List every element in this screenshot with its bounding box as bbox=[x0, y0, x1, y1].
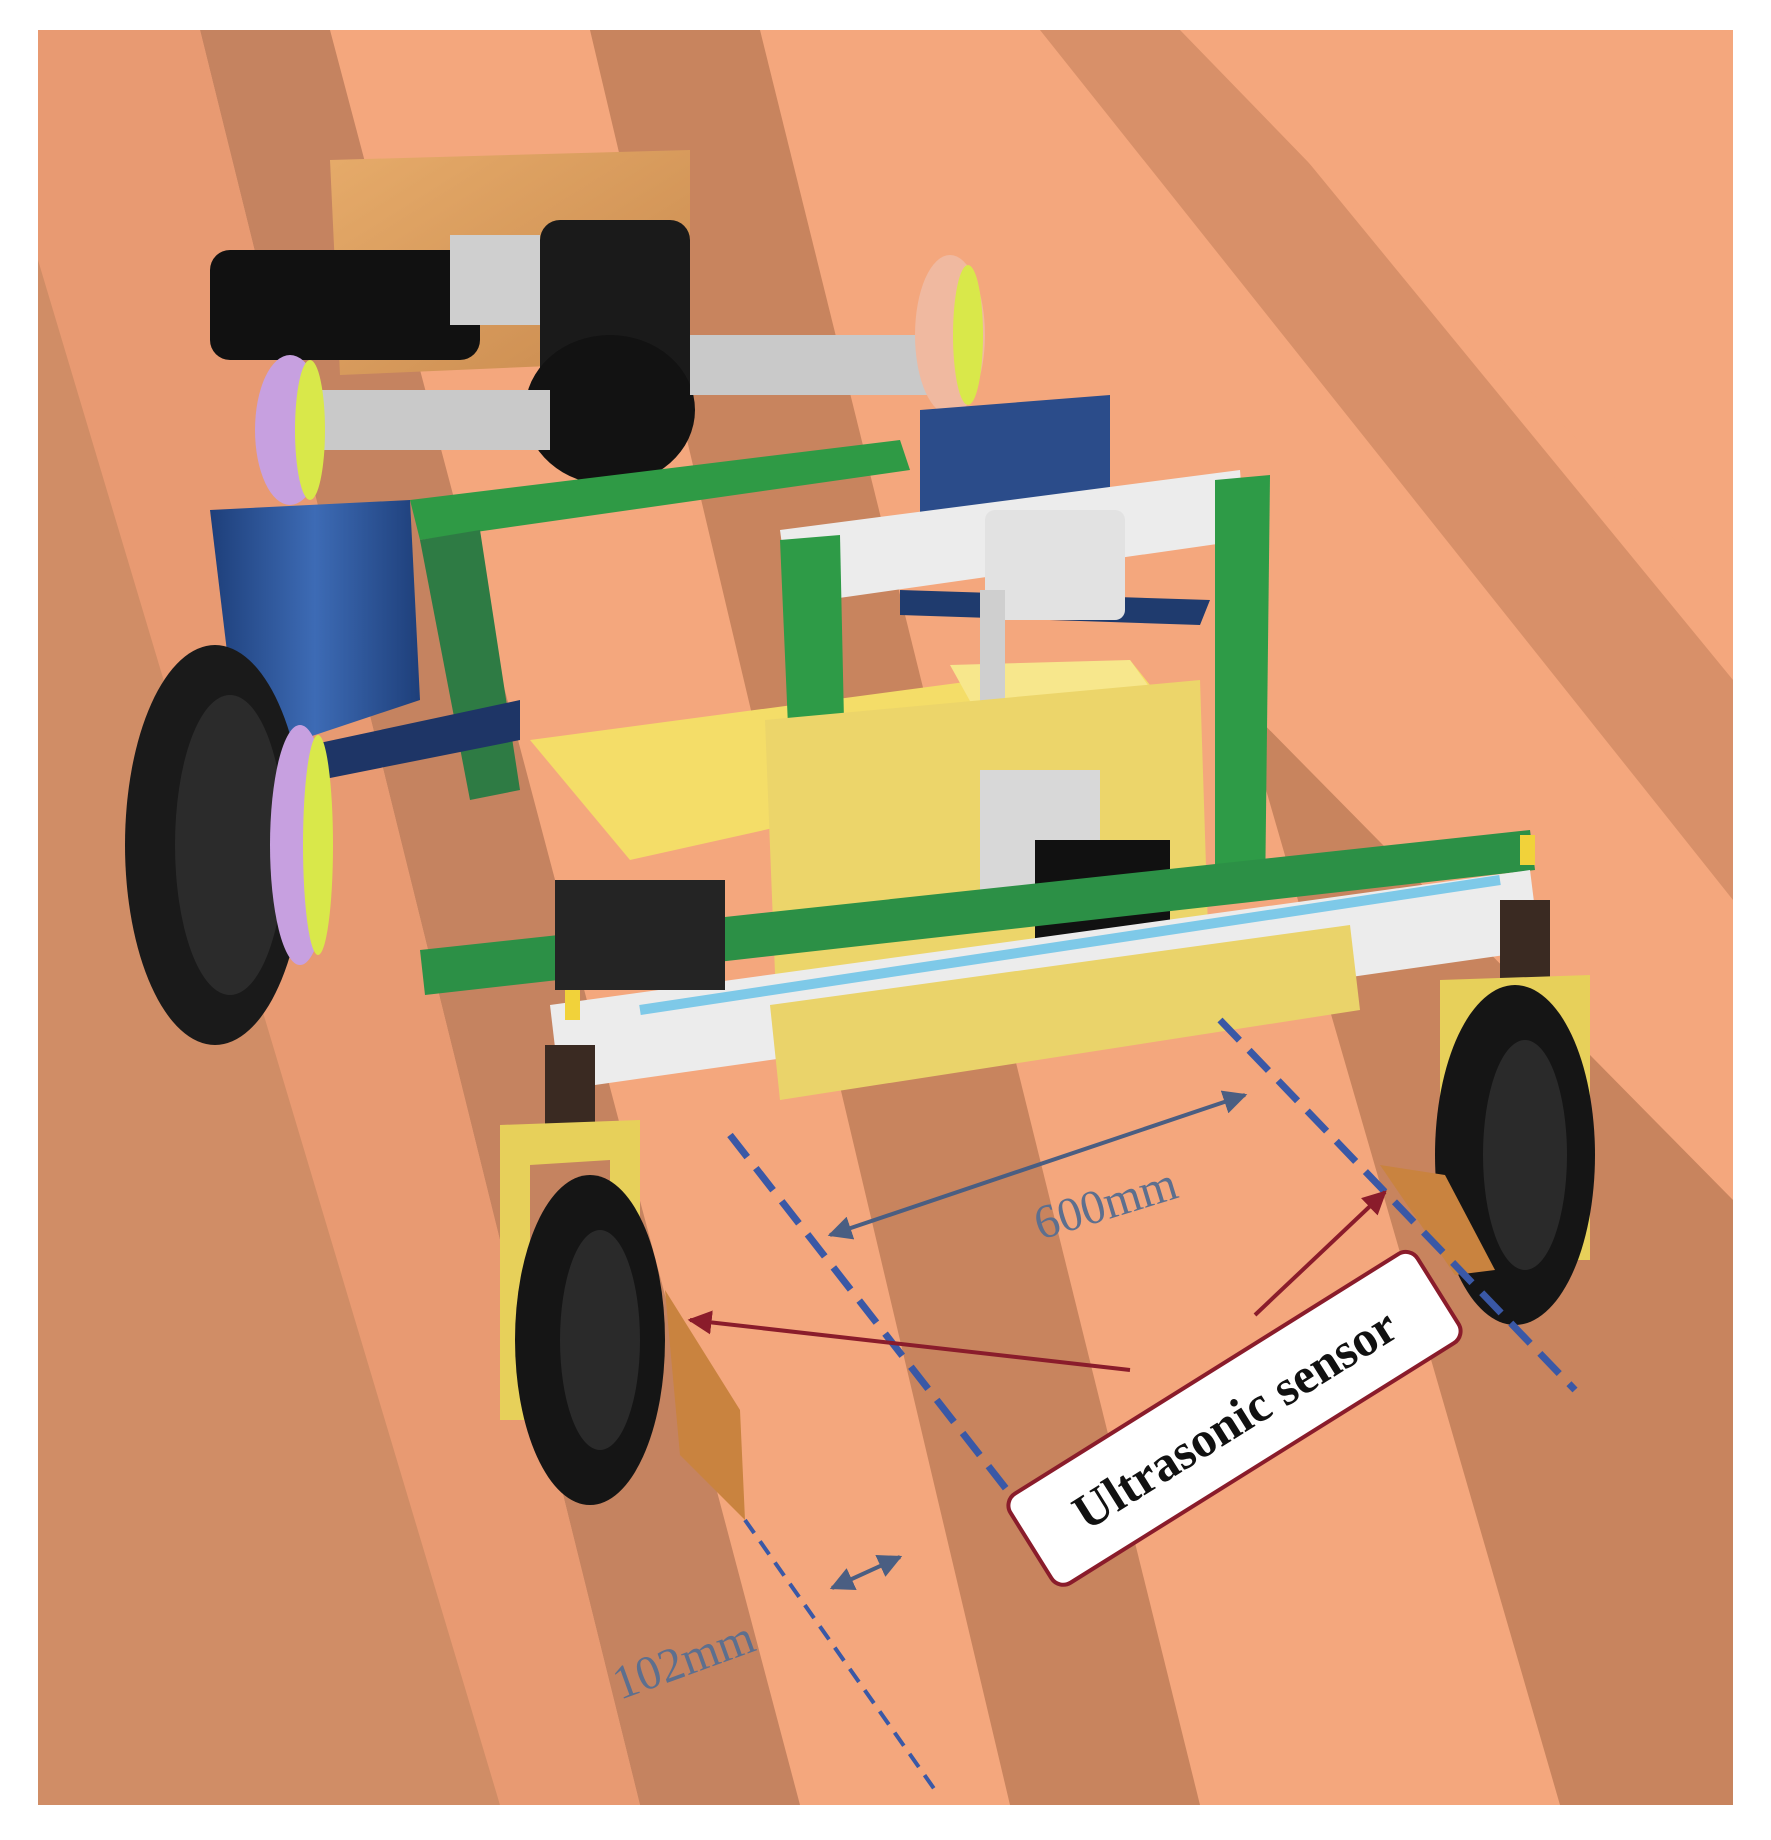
gap-edge-dashed bbox=[743, 1518, 937, 1792]
left-drive-wheel-hub bbox=[175, 695, 285, 995]
row-edge-left-dashed bbox=[727, 1132, 1053, 1548]
motor-coupler bbox=[450, 235, 540, 325]
callout-arrow-right bbox=[1253, 1190, 1387, 1317]
rear-disc-right-ring bbox=[953, 265, 983, 405]
left-drive-disc-ring bbox=[303, 735, 333, 955]
callout-box bbox=[1006, 1249, 1463, 1587]
rear-axle-right bbox=[690, 335, 930, 395]
rear-axle-left bbox=[320, 390, 550, 450]
rear-disc-left-ring bbox=[295, 360, 325, 500]
right-ridge-top bbox=[1180, 30, 1733, 600]
left-front-motor bbox=[555, 880, 725, 990]
gantry-rod bbox=[980, 590, 1005, 710]
rear-crossbar bbox=[410, 440, 910, 540]
left-indicator bbox=[565, 990, 580, 1020]
left-ridge-top bbox=[38, 30, 640, 1805]
right-front-wheel-hub bbox=[1483, 1040, 1567, 1270]
left-ultrasonic-sensor bbox=[665, 1290, 745, 1520]
front-yellow-plate bbox=[770, 925, 1360, 1100]
left-front-wheel-hub bbox=[560, 1230, 640, 1450]
right-ridge-slope bbox=[1040, 30, 1733, 900]
gap-dimension-arrow bbox=[829, 1555, 903, 1590]
right-caster-pivot bbox=[1500, 900, 1550, 980]
rear-motor bbox=[210, 250, 480, 360]
right-indicator bbox=[1520, 835, 1535, 865]
gantry-right-post bbox=[1215, 475, 1270, 905]
gearbox-housing bbox=[525, 335, 695, 485]
callout-arrow-left bbox=[687, 1310, 1131, 1372]
front-steering-rod bbox=[639, 875, 1501, 1015]
width-dimension-arrow bbox=[827, 1090, 1248, 1240]
gantry-actuator bbox=[985, 510, 1125, 620]
right-ultrasonic-sensor bbox=[1380, 1165, 1495, 1275]
robot bbox=[125, 150, 1595, 1520]
row-edge-right-dashed bbox=[1217, 1017, 1578, 1393]
dimension-lines bbox=[727, 1017, 1578, 1792]
left-caster-pivot bbox=[545, 1045, 595, 1125]
